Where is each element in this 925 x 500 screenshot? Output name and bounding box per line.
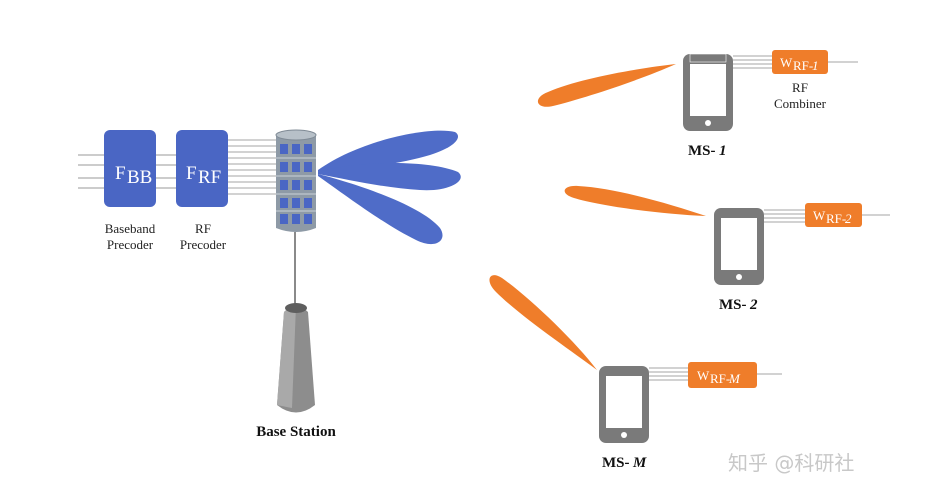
rf-precoder-subscript: RF — [198, 167, 221, 188]
antenna-array-icon — [275, 129, 317, 232]
msm-w-symbol: W — [697, 368, 710, 383]
ms2-w-sub-prefix: RF- — [826, 211, 846, 226]
ms2-label-prefix: MS- — [719, 297, 747, 313]
rf-combiner-label-line1: RF — [792, 80, 808, 95]
mobile-station-1: W RF- 1 RF Combiner MS- 1 — [683, 50, 858, 159]
ms1-combiner-block — [772, 50, 828, 74]
rf-to-antenna-lines — [228, 139, 276, 195]
ms1-w-sub-index: 1 — [812, 58, 819, 73]
mobile-station-m: W RF- M MS- M — [599, 362, 782, 471]
ms1-w-symbol: W — [780, 55, 793, 70]
msm-w-sub-index: M — [728, 371, 741, 386]
beam-orange-ms1 — [537, 64, 676, 107]
bb-to-rf-lines — [156, 154, 176, 189]
msm-label-index: M — [632, 455, 647, 471]
rf-precoder-label-line2: Precoder — [180, 237, 227, 252]
beam-blue-2 — [318, 163, 461, 191]
msm-label-prefix: MS- — [602, 455, 630, 471]
rf-precoder-block: F RF — [176, 130, 228, 207]
beam-orange-ms2 — [564, 185, 706, 216]
msm-combiner-block — [688, 362, 757, 388]
msm-w-sub-prefix: RF- — [710, 371, 730, 386]
baseband-label-line1: Baseband — [105, 221, 156, 236]
beam-blue-3 — [318, 174, 443, 245]
transmit-beams — [318, 130, 461, 245]
baseband-label-line2: Precoder — [107, 237, 154, 252]
mobile-station-2: W RF- 2 MS- 2 — [714, 203, 890, 313]
baseband-input-lines — [78, 154, 104, 189]
beam-blue-1 — [318, 130, 459, 172]
beam-orange-msm — [489, 275, 597, 370]
ms2-label-index: 2 — [749, 297, 758, 313]
baseband-precoder-block: F BB — [104, 130, 156, 207]
receive-beams — [489, 64, 706, 370]
ms2-w-symbol: W — [813, 208, 826, 223]
ms1-combiner-lines — [733, 55, 858, 69]
phone-2-icon — [714, 208, 764, 285]
baseband-symbol: F — [115, 163, 126, 184]
baseband-subscript: BB — [127, 167, 152, 188]
rf-precoder-label-line1: RF — [195, 221, 211, 236]
ms2-combiner-block — [805, 203, 862, 227]
ms1-label-index: 1 — [719, 143, 727, 159]
ms1-w-sub-prefix: RF- — [793, 58, 813, 73]
ms2-combiner-lines — [764, 209, 890, 223]
base-station-label: Base Station — [256, 424, 336, 440]
phone-m-icon — [599, 366, 649, 443]
base-station-tower-icon — [277, 303, 315, 413]
watermark: 知乎 @科研社 — [728, 451, 854, 475]
ms1-label-prefix: MS- — [688, 143, 716, 159]
phone-1-icon — [683, 53, 733, 131]
rf-combiner-label-line2: Combiner — [774, 96, 827, 111]
ms2-w-sub-index: 2 — [845, 211, 852, 226]
rf-precoder-symbol: F — [186, 163, 197, 184]
msm-combiner-lines — [649, 367, 782, 381]
